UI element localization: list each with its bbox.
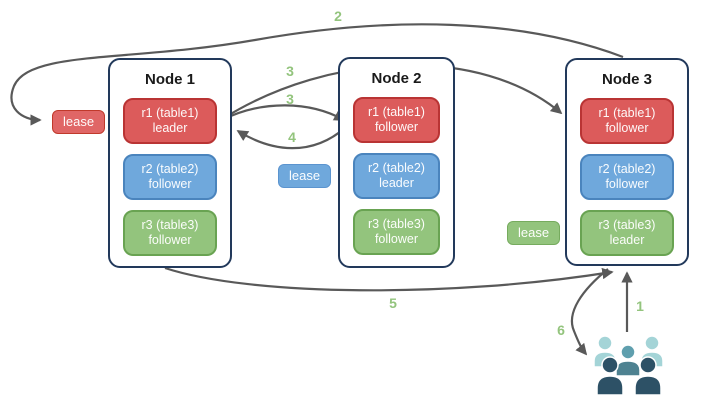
replica-range: r1 (table1) — [141, 106, 199, 120]
step-label-2: 2 — [334, 8, 342, 24]
node1-title: Node 1 — [144, 71, 195, 88]
replica-range: r3 (table3) — [141, 218, 199, 232]
arrow-step5-node1-to-node3 — [164, 266, 614, 292]
replica-range: r2 (table2) — [141, 162, 199, 176]
replica-role: follower — [148, 177, 192, 191]
node3-replica-list: r1 (table1) follower r2 (table2) followe… — [567, 98, 687, 256]
replica-range: r2 (table2) — [368, 161, 425, 175]
node3-title: Node 3 — [601, 71, 652, 88]
replica-role: follower — [374, 232, 419, 246]
node2-replica-r2: r2 (table2) leader — [353, 153, 440, 199]
replica-range: r3 (table3) — [368, 217, 425, 231]
node1-replica-r1: r1 (table1) leader — [123, 98, 217, 144]
node2-box: Node 2 r1 (table1) follower r2 (table2) … — [338, 57, 455, 268]
replica-role: follower — [605, 121, 649, 135]
replica-range: r3 (table3) — [598, 218, 656, 232]
node2-replica-list: r1 (table1) follower r2 (table2) leader … — [340, 97, 453, 255]
replica-role: leader — [379, 176, 414, 190]
node2-replica-r3: r3 (table3) follower — [353, 209, 440, 255]
lease-badge-r2: lease — [278, 164, 332, 188]
node2-replica-r1: r1 (table1) follower — [353, 97, 440, 143]
replica-role: follower — [148, 233, 192, 247]
node1-box: Node 1 r1 (table1) leader r2 (table2) fo… — [108, 58, 232, 268]
replica-role: leader — [152, 121, 188, 135]
step-label-3a: 3 — [286, 63, 294, 79]
node1-replica-r2: r2 (table2) follower — [123, 154, 217, 200]
node3-box: Node 3 r1 (table1) follower r2 (table2) … — [565, 58, 689, 266]
replica-range: r2 (table2) — [598, 162, 656, 176]
step-label-5: 5 — [389, 295, 397, 311]
node3-replica-r3: r3 (table3) leader — [580, 210, 674, 256]
replica-role: follower — [605, 177, 649, 191]
lease-badge-r3: lease — [507, 221, 561, 245]
person-icon — [615, 344, 641, 377]
step-label-1: 1 — [636, 298, 644, 314]
arrow-step2-lease-transfer — [10, 23, 624, 126]
lease-badge-r1: lease — [52, 110, 106, 134]
step-label-3b: 3 — [286, 91, 294, 107]
node1-replica-r3: r3 (table3) follower — [123, 210, 217, 256]
person-icon — [596, 356, 624, 396]
node3-replica-r1: r1 (table1) follower — [580, 98, 674, 144]
replica-range: r1 (table1) — [598, 106, 656, 120]
person-icon — [634, 356, 662, 396]
step-label-6: 6 — [557, 322, 565, 338]
clients-users-icon — [593, 335, 664, 396]
node1-replica-list: r1 (table1) leader r2 (table2) follower … — [110, 98, 230, 256]
arrow-step3-node1-to-node2 — [221, 104, 346, 121]
node3-replica-r2: r2 (table2) follower — [580, 154, 674, 200]
replica-role: follower — [374, 120, 419, 134]
replica-range: r1 (table1) — [368, 105, 425, 119]
step-label-4: 4 — [288, 129, 296, 145]
replica-role: leader — [609, 233, 645, 247]
node2-title: Node 2 — [371, 70, 422, 87]
